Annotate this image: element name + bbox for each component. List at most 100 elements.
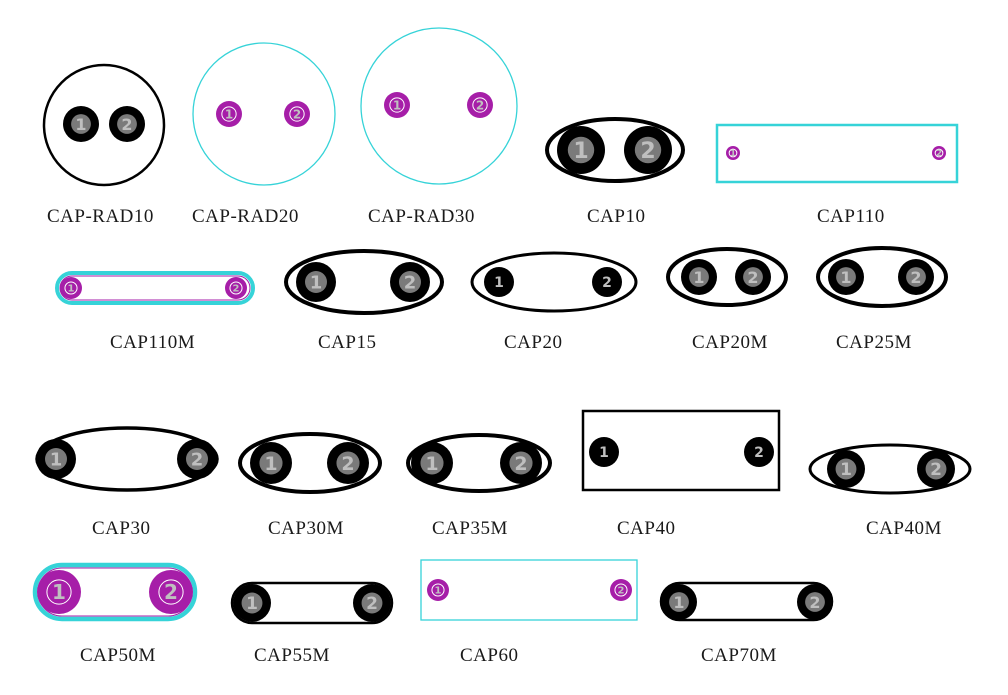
label-cap110: CAP110 xyxy=(817,206,885,227)
pad-hole-1 xyxy=(567,136,595,164)
label-cap15: CAP15 xyxy=(318,332,377,353)
ellipse-outline xyxy=(238,432,382,494)
pad-2 xyxy=(284,101,310,127)
ellipse-outline xyxy=(666,247,788,307)
pad-number-1: 1 xyxy=(50,449,63,470)
pad-2 xyxy=(225,277,247,299)
pad-number-2: 2 xyxy=(618,586,625,597)
pad-1 xyxy=(589,437,619,467)
pad-hole-1 xyxy=(64,281,78,295)
label-cap20m: CAP20M xyxy=(692,332,768,353)
pad-number-2: 2 xyxy=(930,460,942,480)
pad-number-1: 1 xyxy=(730,149,736,159)
pad-hole-1 xyxy=(241,592,263,614)
pad-hole-1 xyxy=(669,592,689,612)
pad-hole-2 xyxy=(472,97,488,113)
pad-number-2: 2 xyxy=(476,98,484,112)
ellipse-outline xyxy=(406,433,552,493)
pad-number-1: 1 xyxy=(310,272,323,293)
label-cap30: CAP30 xyxy=(92,518,151,539)
pad-hole-2 xyxy=(509,451,533,475)
pad-number-1: 1 xyxy=(435,586,442,597)
pad-number-1: 1 xyxy=(693,268,704,287)
pad-hole-2 xyxy=(743,267,763,287)
pad-hole-2 xyxy=(158,579,184,605)
pad-hole-2 xyxy=(934,148,944,158)
pad-number-2: 2 xyxy=(366,594,378,614)
pad-number-1: 1 xyxy=(599,445,609,461)
rectangle-outline xyxy=(581,409,781,492)
rectangle-outline xyxy=(715,123,959,184)
label-cap50m: CAP50M xyxy=(80,645,156,666)
circle-outline xyxy=(42,63,166,187)
pad-hole-1 xyxy=(431,583,445,597)
label-cap70m: CAP70M xyxy=(701,645,777,666)
pad-hole-1 xyxy=(835,458,857,480)
pad-number-1: 1 xyxy=(393,98,401,112)
pad-number-2: 2 xyxy=(121,115,132,134)
label-cap20: CAP20 xyxy=(504,332,563,353)
pad-1 xyxy=(384,92,410,118)
pad-number-1: 1 xyxy=(264,453,277,475)
pad-number-1: 1 xyxy=(840,268,851,287)
pad-hole-1 xyxy=(71,114,91,134)
label-cap60: CAP60 xyxy=(460,645,519,666)
circle-outline xyxy=(192,42,336,186)
pad-hole-2 xyxy=(614,583,628,597)
pad-number-2: 2 xyxy=(640,139,655,164)
label-cap-rad20: CAP-RAD20 xyxy=(192,206,299,227)
ellipse-outline xyxy=(545,117,685,183)
pad-hole-2 xyxy=(361,592,383,614)
pad-hole-2 xyxy=(336,451,360,475)
pad-number-2: 2 xyxy=(747,268,758,287)
label-cap-rad30: CAP-RAD30 xyxy=(368,206,475,227)
pad-hole-1 xyxy=(728,148,738,158)
capsule-outline xyxy=(230,581,394,625)
label-cap40: CAP40 xyxy=(617,518,676,539)
pad-number-1: 1 xyxy=(840,460,852,480)
ellipse-outline xyxy=(808,443,972,495)
pad-number-1: 1 xyxy=(425,453,438,475)
pad-hole-1 xyxy=(689,267,709,287)
pad-1 xyxy=(216,101,242,127)
pad-number-2: 2 xyxy=(404,272,417,293)
pad-hole-2 xyxy=(399,271,421,293)
rectangle-outline xyxy=(420,559,638,621)
pad-hole-1 xyxy=(305,271,327,293)
capsule-outline-inner xyxy=(59,275,251,301)
pad-2 xyxy=(592,267,622,297)
pad-hole-2 xyxy=(117,114,137,134)
pad-number-2: 2 xyxy=(164,580,178,604)
pad-2 xyxy=(932,146,946,160)
pad-number-1: 1 xyxy=(494,275,504,291)
pad-hole-2 xyxy=(186,448,208,470)
pad-number-1: 1 xyxy=(75,115,86,134)
pad-number-2: 2 xyxy=(602,275,612,291)
pad-hole-1 xyxy=(420,451,444,475)
pad-number-1: 1 xyxy=(52,580,66,604)
pad-2 xyxy=(149,570,193,614)
pad-number-1: 1 xyxy=(225,107,233,121)
pad-number-1: 1 xyxy=(246,594,258,614)
pad-2 xyxy=(610,579,632,601)
pad-number-2: 2 xyxy=(809,593,820,612)
pad-number-2: 2 xyxy=(910,268,921,287)
pad-number-1: 1 xyxy=(68,284,75,295)
pad-2 xyxy=(467,92,493,118)
pad-1 xyxy=(37,570,81,614)
pad-hole-1 xyxy=(259,451,283,475)
label-cap10: CAP10 xyxy=(587,206,646,227)
pad-hole-1 xyxy=(45,448,67,470)
